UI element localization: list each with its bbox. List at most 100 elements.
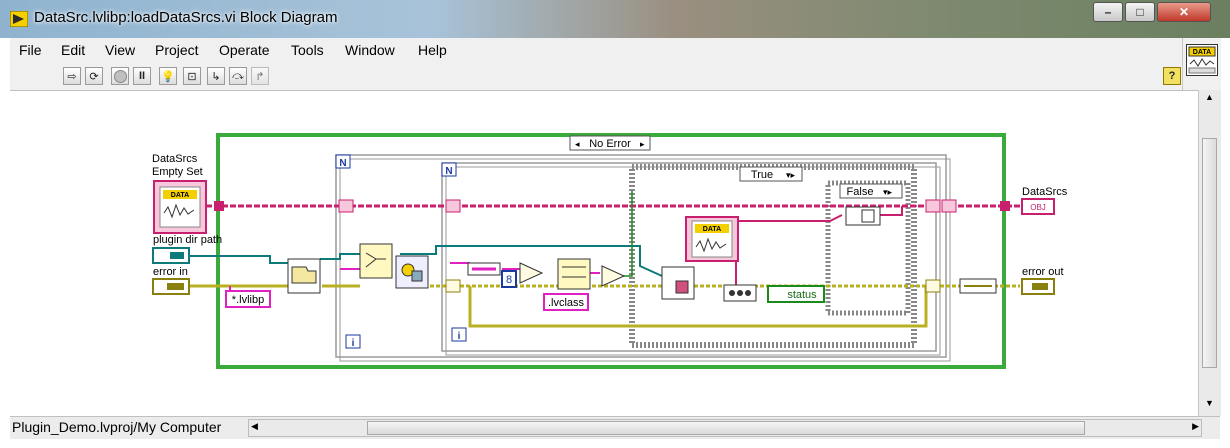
scroll-up-icon[interactable]: ▲ bbox=[1205, 92, 1214, 102]
menu-edit[interactable]: Edit bbox=[61, 42, 86, 58]
status-bar: Plugin_Demo.lvproj/My Computer ◀ ▶ bbox=[10, 416, 1220, 439]
datasrcs-in-label: DataSrcs bbox=[152, 153, 198, 165]
step-into-icon[interactable]: ↳ bbox=[207, 67, 225, 85]
data-class-constant[interactable]: DATA bbox=[685, 216, 739, 262]
menu-project[interactable]: Project bbox=[155, 42, 199, 58]
datasrcs-in-label-2: Empty Set bbox=[152, 166, 203, 178]
svg-text:DATA: DATA bbox=[703, 226, 721, 233]
outer-for-loop[interactable] bbox=[335, 154, 947, 358]
menu-help[interactable]: Help bbox=[418, 42, 447, 58]
innermost-case-structure[interactable] bbox=[825, 180, 911, 316]
svg-text:status: status bbox=[787, 289, 817, 301]
svg-text:OBJ: OBJ bbox=[1030, 203, 1046, 212]
svg-text:i: i bbox=[352, 338, 355, 349]
status-indicator[interactable]: status bbox=[767, 285, 825, 303]
inner-loop-index-terminal: i bbox=[451, 327, 467, 342]
window-title: DataSrc.lvlibp:loadDataSrcs.vi Block Dia… bbox=[34, 9, 338, 26]
inner-for-loop[interactable] bbox=[441, 162, 937, 352]
toolbar: ⇨ ⟳ II 💡 ⊡ ↳ ⤼ ↱ ? bbox=[10, 62, 1182, 91]
horizontal-scrollbar[interactable]: ◀ ▶ bbox=[248, 419, 1202, 437]
vi-icon-pane: DATA bbox=[1182, 38, 1221, 90]
menu-operate[interactable]: Operate bbox=[219, 42, 270, 58]
merge-errors-node[interactable] bbox=[959, 278, 997, 294]
svg-text:False: False bbox=[847, 186, 874, 198]
vertical-scroll-thumb[interactable] bbox=[1202, 138, 1217, 368]
datasrcs-empty-set-constant[interactable]: DATA bbox=[153, 180, 207, 234]
retain-wire-values-icon[interactable]: ⊡ bbox=[183, 67, 201, 85]
shift-register-left[interactable] bbox=[338, 199, 354, 213]
svg-text:◂: ◂ bbox=[575, 140, 580, 150]
vi-icon[interactable]: DATA bbox=[1186, 44, 1218, 76]
title-bar: DataSrc.lvlibp:loadDataSrcs.vi Block Dia… bbox=[0, 0, 1230, 38]
lvlibp-constant[interactable]: *.lvlibp bbox=[225, 290, 271, 308]
menu-file[interactable]: File bbox=[19, 42, 42, 58]
vertical-scrollbar[interactable]: ▲ ▼ bbox=[1198, 90, 1221, 416]
pause-icon[interactable]: II bbox=[133, 67, 151, 85]
run-continuous-icon[interactable]: ⟳ bbox=[85, 67, 103, 85]
shift-register-right[interactable] bbox=[941, 199, 957, 213]
build-array-node[interactable] bbox=[845, 206, 881, 226]
path-wire[interactable] bbox=[190, 245, 663, 277]
build-path-node[interactable] bbox=[359, 243, 393, 279]
load-class-node[interactable] bbox=[395, 255, 429, 289]
svg-text:▾▸: ▾▸ bbox=[883, 188, 893, 198]
numeric-constant[interactable]: 8 bbox=[501, 270, 517, 288]
tunnel-out bbox=[1000, 201, 1010, 211]
scroll-left-icon[interactable]: ◀ bbox=[251, 421, 258, 431]
shift-register-left-inner[interactable] bbox=[445, 199, 461, 213]
menu-tools[interactable]: Tools bbox=[291, 42, 324, 58]
datasrcs-out-label: DataSrcs bbox=[1022, 186, 1068, 198]
step-out-icon[interactable]: ↱ bbox=[251, 67, 269, 85]
svg-text:True: True bbox=[751, 169, 773, 181]
minimize-button[interactable]: – bbox=[1093, 2, 1123, 22]
svg-text:N: N bbox=[339, 158, 346, 169]
abort-icon[interactable] bbox=[111, 67, 129, 85]
case-structure-frame[interactable] bbox=[216, 133, 1006, 369]
maximize-button[interactable]: □ bbox=[1125, 2, 1155, 22]
inner-case-selector[interactable]: True ▾▸ bbox=[739, 166, 803, 182]
get-class-node[interactable] bbox=[661, 266, 695, 300]
svg-text:i: i bbox=[458, 331, 461, 342]
svg-text:▾▸: ▾▸ bbox=[786, 171, 796, 181]
menu-bar: File Edit View Project Operate Tools Win… bbox=[10, 38, 1182, 62]
help-icon[interactable]: ? bbox=[1163, 67, 1181, 85]
datasrcs-out-indicator[interactable]: OBJ bbox=[1021, 198, 1055, 215]
horizontal-scroll-thumb[interactable] bbox=[367, 421, 1085, 435]
error-in-label: error in bbox=[153, 266, 188, 278]
subtract-node[interactable] bbox=[519, 262, 544, 284]
close-button[interactable]: ✕ bbox=[1157, 2, 1211, 22]
svg-text:*.lvlibp: *.lvlibp bbox=[232, 294, 264, 306]
menu-window[interactable]: Window bbox=[345, 42, 395, 58]
step-over-icon[interactable]: ⤼ bbox=[229, 67, 247, 85]
innermost-case-selector[interactable]: False ▾▸ bbox=[839, 183, 903, 199]
error-out-indicator[interactable] bbox=[1021, 278, 1055, 295]
inner-loop-count-terminal: N bbox=[441, 162, 457, 177]
block-diagram-canvas[interactable]: No Error ◂ ▸ N i N i True bbox=[10, 90, 1198, 417]
case-selector[interactable]: No Error ◂ ▸ bbox=[569, 135, 651, 151]
menu-view[interactable]: View bbox=[105, 42, 136, 58]
scroll-down-icon[interactable]: ▼ bbox=[1205, 398, 1214, 408]
block-diagram: No Error ◂ ▸ N i N i True bbox=[152, 133, 1068, 369]
svg-text:DATA: DATA bbox=[171, 192, 189, 199]
equal-node[interactable] bbox=[601, 265, 626, 287]
error-in-terminal[interactable] bbox=[152, 278, 190, 295]
svg-text:8: 8 bbox=[506, 274, 512, 286]
lvclass-constant[interactable]: .lvclass bbox=[543, 293, 589, 311]
to-more-specific-class-node[interactable] bbox=[723, 284, 757, 302]
highlight-execution-icon[interactable]: 💡 bbox=[159, 67, 177, 85]
list-folder-node[interactable] bbox=[287, 258, 321, 294]
error-shift-register-left[interactable] bbox=[445, 279, 461, 293]
outer-loop-index-terminal: i bbox=[345, 334, 361, 349]
project-context-path: Plugin_Demo.lvproj/My Computer bbox=[12, 419, 222, 435]
string-subset-node[interactable] bbox=[467, 262, 501, 276]
error-shift-register-right[interactable] bbox=[925, 279, 941, 293]
svg-text:.lvclass: .lvclass bbox=[548, 297, 585, 309]
scroll-right-icon[interactable]: ▶ bbox=[1192, 421, 1199, 431]
run-arrow-icon[interactable]: ⇨ bbox=[63, 67, 81, 85]
tunnel bbox=[214, 201, 224, 211]
shift-register-right-inner[interactable] bbox=[925, 199, 941, 213]
svg-text:▸: ▸ bbox=[640, 140, 645, 150]
svg-text:N: N bbox=[445, 166, 452, 177]
plugin-dir-path-terminal[interactable] bbox=[152, 247, 190, 264]
string-subset-node-2[interactable] bbox=[557, 258, 591, 290]
